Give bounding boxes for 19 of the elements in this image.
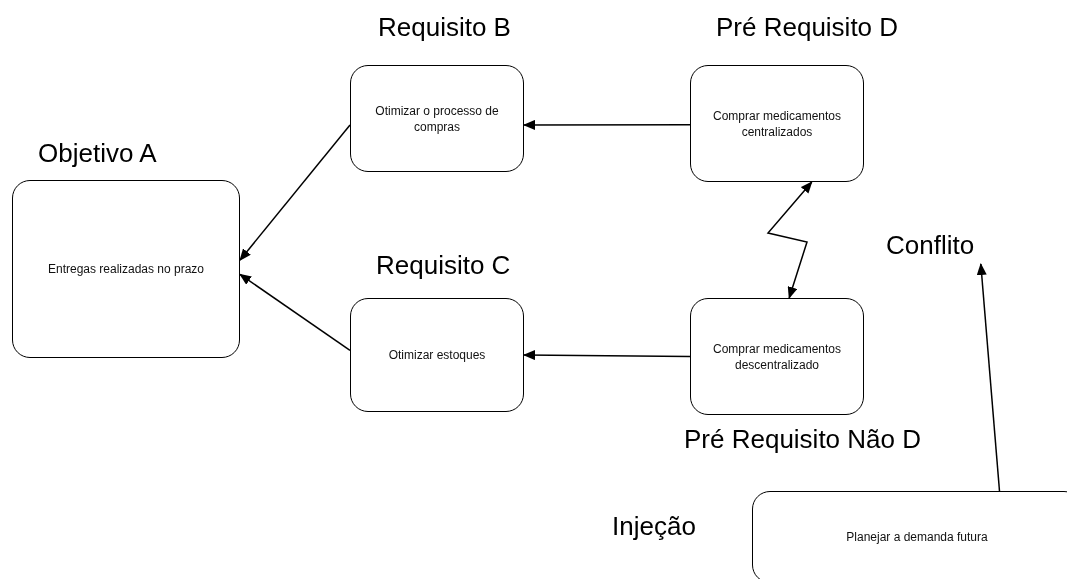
arrow: [523, 350, 691, 361]
arrow: [239, 124, 351, 261]
node-heading: Pré Requisito Não D: [684, 424, 921, 454]
arrow: [523, 119, 691, 130]
node-heading: Injeção: [612, 511, 696, 541]
process-box: Entregas realizadas no prazo: [12, 180, 240, 358]
process-box: Otimizar o processo de compras: [350, 65, 524, 172]
process-box: Comprar medicamentos descentralizado: [690, 298, 864, 415]
lightning-arrow: [766, 181, 813, 299]
node-heading: Requisito C: [376, 250, 511, 280]
node-heading: Requisito B: [378, 12, 511, 42]
node-heading: Pré Requisito D: [716, 12, 899, 42]
process-box: Planejar a demanda futura: [752, 491, 1067, 579]
arrow: [976, 263, 1001, 492]
process-box: Otimizar estoques: [350, 298, 524, 412]
process-box: Comprar medicamentos centralizados: [690, 65, 864, 182]
arrow: [239, 273, 351, 352]
node-heading: Objetivo A: [38, 138, 157, 168]
conflict-label: Conflito: [886, 230, 975, 260]
